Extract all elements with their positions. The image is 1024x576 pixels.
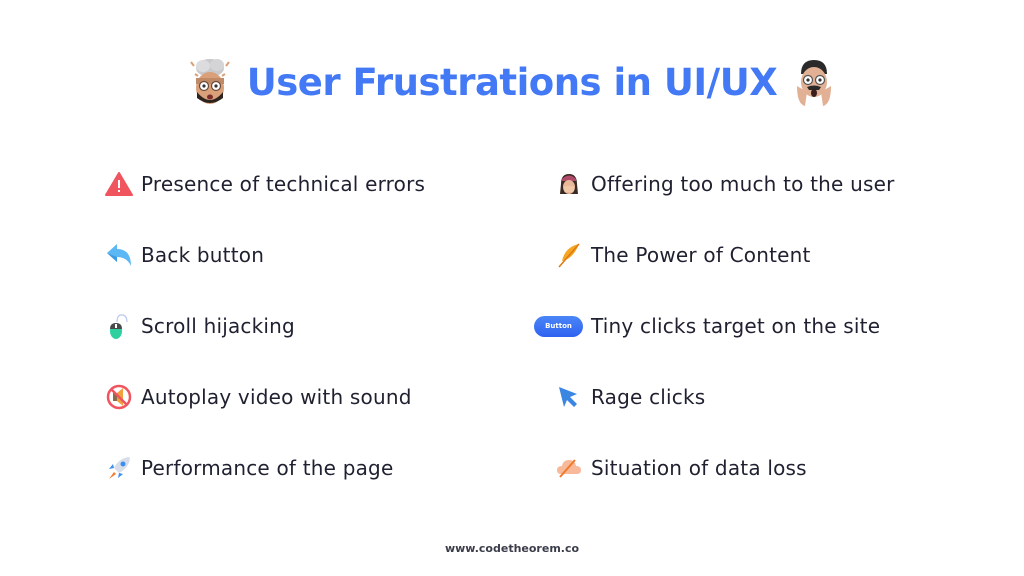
item-label: Presence of technical errors	[141, 172, 426, 196]
list-item: Offering too much to the user	[555, 169, 895, 199]
page-title: User Frustrations in UI/UX	[246, 60, 778, 104]
overwhelmed-memoji-icon	[555, 170, 583, 198]
computer-mouse-icon	[105, 312, 133, 340]
item-label: Back button	[141, 243, 265, 267]
item-label: Rage clicks	[591, 385, 706, 409]
list-item: Situation of data loss	[555, 453, 807, 483]
item-label: Scroll hijacking	[141, 314, 295, 338]
cloud-off-icon	[555, 454, 583, 482]
rocket-icon	[105, 454, 133, 482]
list-item: Back button	[105, 240, 264, 270]
title-row: User Frustrations in UI/UX	[0, 52, 1024, 112]
item-label: Tiny clicks target on the site	[591, 314, 881, 338]
list-item: Scroll hijacking	[105, 311, 295, 341]
item-label: Autoplay video with sound	[141, 385, 412, 409]
warning-icon	[105, 170, 133, 198]
list-item: Rage clicks	[555, 382, 705, 412]
button-pill-icon: Button	[534, 315, 583, 337]
muted-speaker-icon	[105, 383, 133, 411]
list-item: Autoplay video with sound	[105, 382, 412, 412]
item-label: Performance of the page	[141, 456, 394, 480]
item-label: Offering too much to the user	[591, 172, 895, 196]
list-item: Presence of technical errors	[105, 169, 425, 199]
footer-url: www.codetheorem.co	[444, 542, 580, 555]
feather-icon	[555, 241, 583, 269]
shocked-memoji-icon	[797, 60, 832, 106]
list-item: Button Tiny clicks target on the site	[534, 311, 880, 341]
list-item: The Power of Content	[555, 240, 811, 270]
mind-blown-memoji-icon	[189, 59, 230, 104]
item-label: The Power of Content	[591, 243, 811, 267]
list-item: Performance of the page	[105, 453, 393, 483]
item-label: Situation of data loss	[591, 456, 807, 480]
cursor-icon	[555, 383, 583, 411]
back-arrow-icon	[105, 241, 133, 269]
